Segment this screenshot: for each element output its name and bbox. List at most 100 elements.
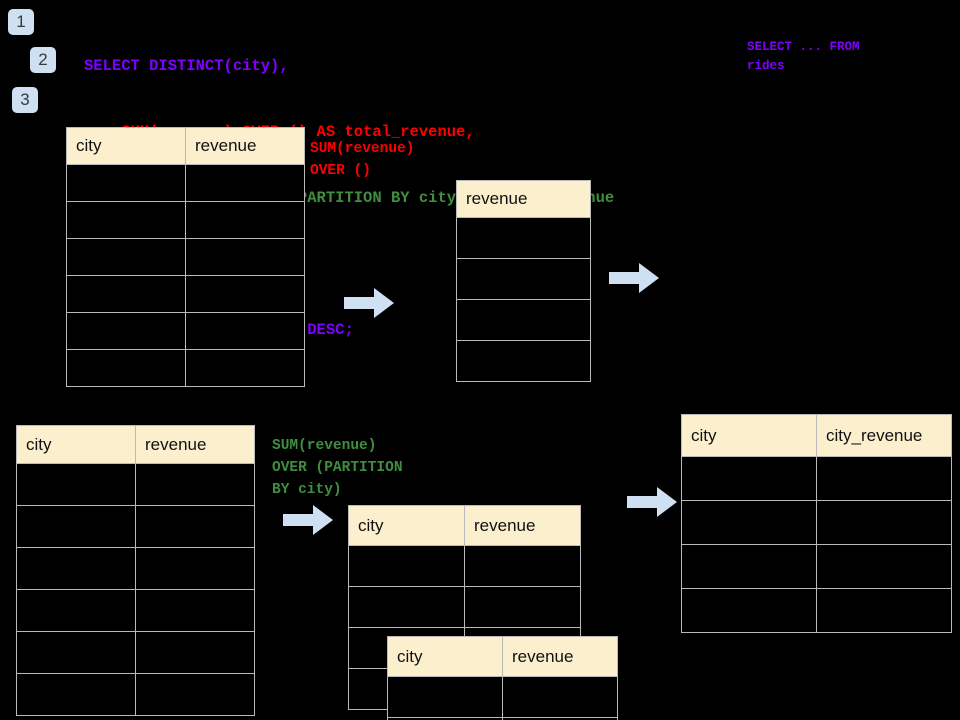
city-revenue-annotation: SUM(revenue) OVER (PARTITION BY city) <box>272 438 403 498</box>
table-cell <box>16 589 136 632</box>
table-row <box>681 500 952 545</box>
table-cell <box>185 275 305 313</box>
column-header-city: city <box>66 127 186 165</box>
column-header-city: city <box>387 636 503 677</box>
table-cell <box>16 673 136 716</box>
table-cell <box>348 545 465 587</box>
table-cell <box>16 463 136 506</box>
table-cell <box>16 547 136 590</box>
table-cell <box>464 545 581 587</box>
step-badge-2: 2 <box>30 47 56 73</box>
table-row <box>387 717 618 720</box>
step-badge-3: 3 <box>12 87 38 113</box>
table-cell <box>681 544 817 589</box>
table-row <box>66 164 305 202</box>
arrow-source-to-total <box>344 288 394 323</box>
step-badge-1: 1 <box>8 9 34 35</box>
table-cell <box>135 463 255 506</box>
table-cell <box>185 312 305 350</box>
column-header-revenue: revenue <box>464 505 581 546</box>
table-cell <box>135 673 255 716</box>
table-header-row: city city_revenue <box>681 414 952 457</box>
table-header-row: city revenue <box>66 127 305 165</box>
table-row <box>681 544 952 589</box>
table-row <box>16 631 255 674</box>
table-row <box>348 586 581 628</box>
table-row <box>348 545 581 587</box>
column-header-revenue: revenue <box>502 636 618 677</box>
table-row <box>456 299 591 341</box>
table-cell <box>816 500 952 545</box>
column-header-city: city <box>16 425 136 464</box>
partition-group-table-b: city revenue <box>387 636 618 720</box>
table-cell <box>816 544 952 589</box>
total-revenue-table: revenue <box>456 180 591 382</box>
column-header-city-revenue: city_revenue <box>816 414 952 457</box>
table-row <box>456 217 591 259</box>
table-cell <box>681 500 817 545</box>
table-cell <box>185 201 305 239</box>
table-row <box>456 258 591 300</box>
table-cell <box>16 505 136 548</box>
table-row <box>16 589 255 632</box>
table-cell <box>135 505 255 548</box>
sql-line-1: SELECT DISTINCT(city), <box>84 57 289 75</box>
table-header-row: city revenue <box>16 425 255 464</box>
table-cell <box>66 238 186 276</box>
table-cell <box>456 340 591 382</box>
table-row <box>16 673 255 716</box>
table-row <box>456 340 591 382</box>
rides-source-table: city revenue <box>66 127 305 387</box>
arrow-partition-to-result <box>627 487 677 522</box>
column-header-city: city <box>348 505 465 546</box>
table-cell <box>681 456 817 501</box>
table-row <box>16 547 255 590</box>
table-row <box>681 588 952 633</box>
column-header-revenue: revenue <box>135 425 255 464</box>
table-row <box>66 349 305 387</box>
table-cell <box>135 631 255 674</box>
table-row <box>66 238 305 276</box>
table-row <box>681 456 952 501</box>
table-cell <box>456 217 591 259</box>
table-cell <box>502 717 618 720</box>
arrow-source-to-partition <box>283 505 333 540</box>
table-row <box>16 505 255 548</box>
table-cell <box>135 589 255 632</box>
table-row <box>66 201 305 239</box>
table-cell <box>16 631 136 674</box>
table-cell <box>816 456 952 501</box>
table-row <box>387 676 618 718</box>
result-table: city city_revenue <box>681 414 952 633</box>
table-cell <box>185 349 305 387</box>
table-header-row: city revenue <box>387 636 618 677</box>
table-cell <box>681 588 817 633</box>
table-cell <box>348 586 465 628</box>
rides-source-table-partitioned: city revenue <box>16 425 255 716</box>
table-cell <box>816 588 952 633</box>
select-from-rides-note: SELECT ... FROM rides <box>747 40 860 73</box>
table-row <box>66 312 305 350</box>
table-header-row: revenue <box>456 180 591 218</box>
table-cell <box>66 164 186 202</box>
table-cell <box>66 275 186 313</box>
partition-group-table-a: city revenue <box>348 505 581 710</box>
column-header-revenue: revenue <box>185 127 305 165</box>
column-header-revenue: revenue <box>456 180 591 218</box>
table-cell <box>464 586 581 628</box>
column-header-city: city <box>681 414 817 457</box>
table-cell <box>456 258 591 300</box>
table-cell <box>66 349 186 387</box>
arrow-total-to-result <box>609 263 659 298</box>
table-row <box>16 463 255 506</box>
table-cell <box>185 164 305 202</box>
table-cell <box>135 547 255 590</box>
table-cell <box>66 201 186 239</box>
table-cell <box>502 676 618 718</box>
table-row <box>66 275 305 313</box>
table-cell <box>185 238 305 276</box>
table-cell <box>66 312 186 350</box>
table-cell <box>456 299 591 341</box>
total-revenue-annotation: SUM(revenue) OVER () <box>310 141 415 179</box>
